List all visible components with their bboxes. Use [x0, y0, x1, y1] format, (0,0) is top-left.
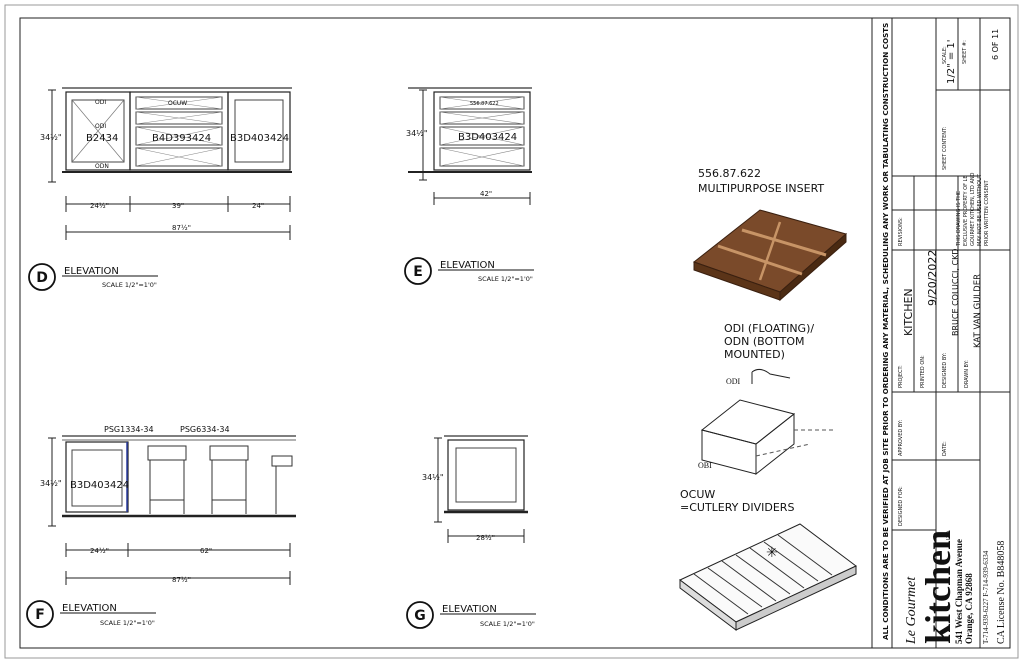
- sheet-number: 6 OF 11: [991, 29, 1000, 60]
- cutlery-divider-image: ✳: [679, 523, 857, 631]
- dim-overall: 87½": [172, 224, 191, 232]
- company-address2: Orange, CA 92868: [964, 573, 974, 644]
- property-line: PRIOR WRITTEN CONSENT: [984, 179, 990, 246]
- elev-g-tag: [406, 601, 536, 629]
- designed-for-label: DESIGNED FOR:: [898, 486, 904, 526]
- designed-by-label: DESIGNED BY:: [942, 353, 948, 388]
- drawn-by: KAT VAN GULDER: [973, 274, 983, 348]
- property-line: MAY NOT BE USED WITHOUT: [977, 173, 983, 246]
- company-phone: T-714-939-6227 F-714-939-6334: [982, 550, 990, 644]
- dim-overall: 87½": [172, 576, 191, 584]
- elev-g-title: ELEVATION: [442, 604, 497, 615]
- project-name: KITCHEN: [902, 288, 915, 336]
- elev-d-title: ELEVATION: [64, 266, 119, 277]
- elev-e-title: ELEVATION: [440, 260, 495, 271]
- elev-e-scale: SCALE 1/2"=1'0": [478, 275, 533, 283]
- dim-width: 42": [480, 190, 492, 198]
- elev-f-letter: F: [35, 607, 45, 623]
- project-label: PROJECT:: [898, 365, 904, 388]
- sheet-content-label: SHEET CONTENT:: [942, 126, 948, 170]
- dim-width: 24½": [90, 202, 109, 210]
- elevation-d: [48, 87, 292, 240]
- elevation-f: [48, 435, 296, 585]
- elev-d-odi-label: ODI: [95, 123, 106, 130]
- cabinet-label: B2434: [86, 133, 118, 144]
- company-address1: 541 West Chapman Avenue: [954, 539, 964, 644]
- odi-tag: ODI: [726, 377, 741, 386]
- designed-by: BRUCE COLUCCI, CKD: [951, 249, 960, 337]
- revisions-label: REVISIONS:: [898, 217, 904, 246]
- logo-le: Le Gourmet: [904, 576, 919, 645]
- elev-f-tag: [26, 600, 156, 628]
- elev-e-letter: E: [413, 264, 423, 280]
- company-logo: Le Gourmet kitchen LTD: [904, 530, 958, 645]
- elev-d-odi-top-label: ODI: [95, 99, 106, 106]
- property-line: THIS DRAWING IS THE: [956, 191, 962, 247]
- stool-label: PSG1334-34: [104, 425, 154, 434]
- elev-g-letter: G: [414, 608, 426, 624]
- cabinet-label: B4D393424: [152, 133, 211, 144]
- logo-ltd: LTD: [946, 531, 952, 540]
- elev-d-ocuw-label: OCUW: [168, 100, 187, 107]
- elev-d-scale: SCALE 1/2"=1'0": [102, 281, 157, 289]
- multipurpose-insert-image: [692, 209, 848, 302]
- elev-g-scale: SCALE 1/2"=1'0": [480, 620, 535, 628]
- cabinet-label: B3D403424: [458, 132, 517, 143]
- elev-d-height-dim: 34½": [40, 133, 62, 142]
- insert-name: MULTIPURPOSE INSERT: [698, 182, 824, 195]
- drawn-by-label: DRAWN BY:: [964, 360, 970, 388]
- elevation-e: [408, 87, 532, 205]
- cabinet-label: B3D403424: [70, 480, 129, 491]
- elev-f-scale: SCALE 1/2"=1'0": [100, 619, 155, 627]
- property-line: EXCLUSIVE PROPERTY OF LE: [963, 176, 969, 246]
- company-license: CA License No. B848058: [996, 541, 1007, 644]
- dim-width: 24": [252, 202, 264, 210]
- ocuw-line: OCUW: [680, 488, 715, 501]
- odi-line: ODI (FLOATING)/: [724, 322, 814, 335]
- obi-tag: OBI: [698, 461, 712, 470]
- elev-d-tag: [28, 263, 158, 291]
- dim-width: 28½": [476, 534, 495, 542]
- elev-e-height-dim: 34½": [406, 129, 428, 138]
- dim-width: 39": [172, 202, 184, 210]
- stool-label: PSG6334-34: [180, 425, 230, 434]
- dim-width: 62": [200, 547, 212, 555]
- ocuw-line: =CUTLERY DIVIDERS: [680, 501, 794, 514]
- odi-line: MOUNTED): [724, 348, 785, 361]
- elev-e-small-label: 556.87.622: [470, 101, 499, 107]
- elevation-g: [434, 435, 528, 543]
- title-block: [871, 17, 1011, 649]
- odi-line: ODN (BOTTOM: [724, 335, 805, 348]
- insert-code: 556.87.622: [698, 167, 761, 180]
- date-label: DATE:: [942, 441, 948, 456]
- dim-width: 24½": [90, 547, 109, 555]
- jobsite-notice: ALL CONDITIONS ARE TO BE VERIFIED AT JOB…: [881, 23, 890, 640]
- drawer-diagram: [700, 368, 836, 476]
- elev-e-tag: [404, 257, 534, 285]
- elev-g-height-dim: 34½": [422, 473, 444, 482]
- scale-value: 1/2" = 1': [946, 39, 957, 84]
- outer-border: [4, 4, 1019, 659]
- property-line: GOURMET KITCHEN, LTD AND: [970, 172, 976, 246]
- elev-f-height-dim: 34½": [40, 479, 62, 488]
- elev-f-title: ELEVATION: [62, 603, 117, 614]
- cabinet-label: B3D403424: [230, 133, 289, 144]
- printed-on-date: 9/20/2022: [926, 250, 939, 306]
- scale-label: SCALE:: [942, 46, 948, 64]
- svg-text:✳: ✳: [766, 545, 778, 561]
- sheet-number-label: SHEET #:: [962, 40, 968, 64]
- approved-by-label: APPROVED BY:: [898, 420, 904, 456]
- logo-main: kitchen: [918, 530, 958, 644]
- elev-d-letter: D: [36, 270, 48, 286]
- printed-on-label: PRINTED ON:: [920, 355, 926, 388]
- elev-d-odn-label: ODN: [95, 163, 109, 170]
